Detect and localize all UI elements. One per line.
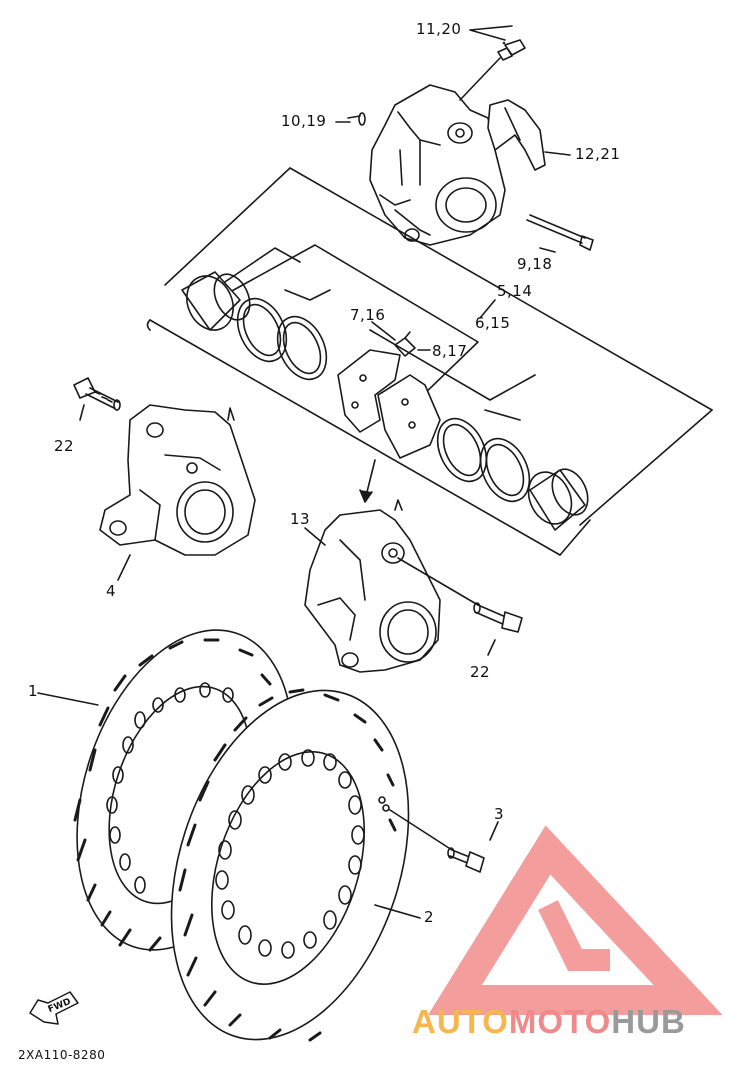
leader-7-16 (371, 321, 396, 341)
bolt-22-left (73, 377, 121, 411)
pad-spring-top (487, 99, 546, 171)
callout-10-19: 10,19 (281, 112, 327, 130)
kit-bracket-left (209, 244, 536, 421)
callout-6-15: 6,15 (475, 314, 511, 332)
disc-front-holes (215, 749, 390, 959)
watermark-logo-inner (538, 900, 610, 971)
watermark-brand-auto: AUTO (412, 1003, 509, 1040)
callout-13: 13 (290, 510, 311, 528)
leader-22-left (79, 404, 85, 421)
callout-22-right: 22 (470, 663, 491, 681)
callout-1: 1 (28, 682, 39, 700)
seal-right-1 (436, 417, 488, 483)
callout-3: 3 (494, 805, 505, 823)
leader-5-14 (479, 299, 496, 319)
callout-7-16: 7,16 (350, 306, 386, 324)
leader-13 (304, 527, 326, 546)
piston-left (181, 271, 251, 331)
bolt-22-right (473, 602, 523, 633)
brake-disc-front (170, 689, 410, 1041)
leader-11-20 (469, 25, 513, 41)
leader-bolt-22-right (397, 557, 479, 606)
kit-outline (146, 167, 713, 556)
disc-rear-holes (106, 682, 234, 894)
callout-11-20: 11,20 (416, 20, 462, 38)
watermark-brand-moto: MOTO (508, 1003, 612, 1040)
watermark-logo (428, 825, 723, 1015)
caliper-left-4 (99, 404, 256, 556)
leader-3 (489, 821, 499, 841)
callout-9-18: 9,18 (517, 255, 553, 273)
pin-10-19 (347, 112, 366, 126)
caliper-body-top (369, 84, 506, 246)
pad-clip-8-17 (394, 331, 416, 357)
piston-right (527, 468, 589, 531)
callout-5-14: 5,14 (497, 282, 533, 300)
callout-8-17: 8,17 (432, 342, 468, 360)
leader-22-right (487, 639, 496, 656)
seal-left-2 (276, 315, 328, 381)
leader-9-18 (539, 247, 556, 253)
fwd-arrow: FWD (29, 991, 79, 1025)
pin-9-18 (526, 214, 594, 251)
leader-2 (374, 904, 421, 919)
bleed-screw-top (497, 39, 526, 61)
leader-11-20-down (459, 57, 501, 101)
callout-4: 4 (106, 582, 117, 600)
disc-bolt-3 (447, 847, 485, 873)
leader-1 (37, 692, 99, 706)
disc-front-slots (178, 688, 397, 1042)
leader-12-21 (544, 151, 571, 156)
brake-pad-1 (337, 349, 401, 433)
callout-22-left: 22 (54, 437, 75, 455)
callout-12-21: 12,21 (575, 145, 621, 163)
seal-left-1 (236, 297, 288, 363)
caliper-right-13 (304, 499, 441, 673)
brake-pad-2 (377, 374, 441, 459)
assembly-arrow (359, 459, 376, 503)
seal-right-2 (479, 437, 531, 503)
leader-4 (117, 554, 131, 581)
watermark-brand-hub: HUB (611, 1003, 686, 1040)
disc-rear-slots (73, 638, 287, 952)
leader-bolt-3 (389, 809, 453, 851)
diagram-code: 2XA110-8280 (18, 1048, 106, 1062)
watermark-brand: AUTOMOTOHUB (412, 1003, 686, 1041)
callout-2: 2 (424, 908, 435, 926)
